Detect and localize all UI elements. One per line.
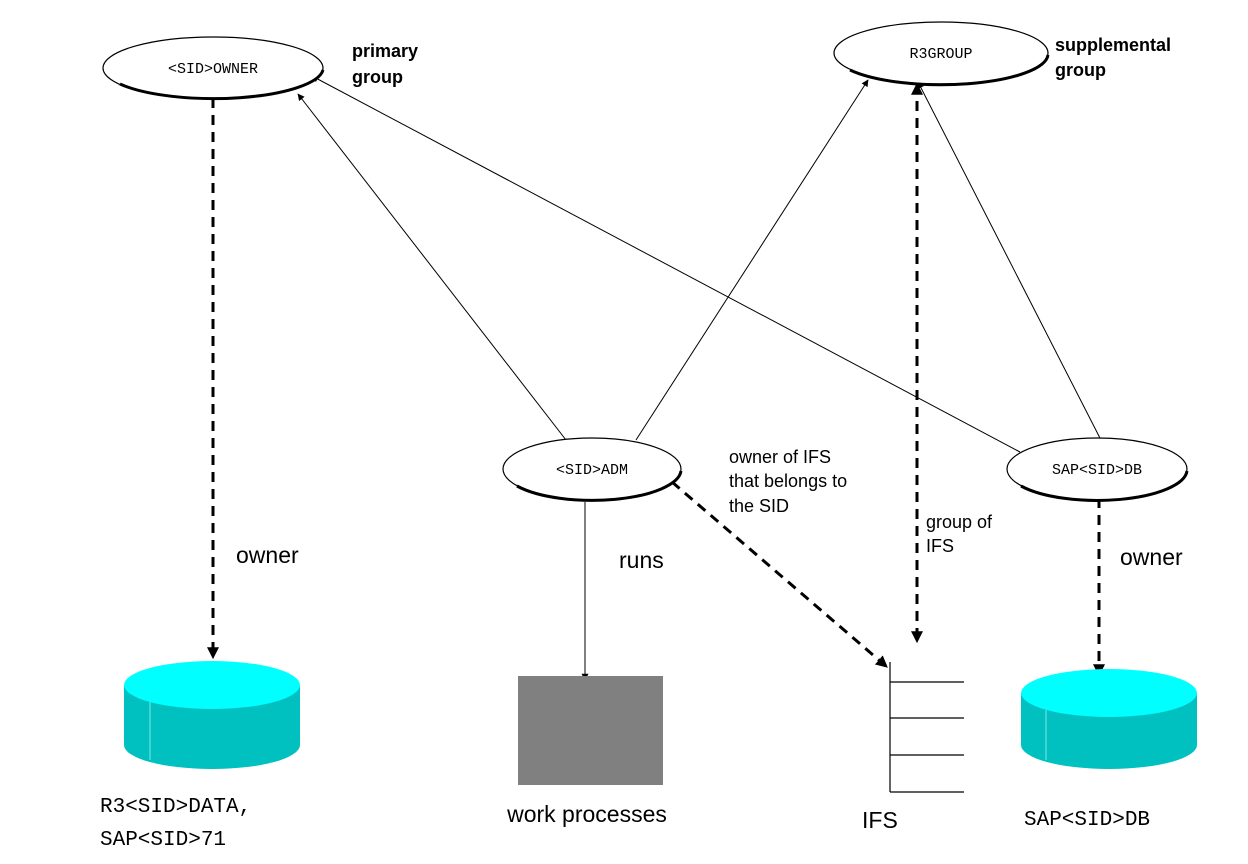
label-runs: runs	[619, 547, 664, 573]
caption-data-line1: R3<SID>DATA,	[100, 796, 251, 819]
process-box-icon	[518, 676, 663, 785]
label-group-ifs-line2: IFS	[926, 536, 954, 556]
label-owner-ifs-line1: owner of IFS	[729, 447, 831, 467]
label-group-ifs-line1: group of	[926, 512, 993, 532]
node-sid-adm-label: <SID>ADM	[556, 462, 628, 479]
label-primary-line2: group	[352, 67, 403, 87]
label-primary-line1: primary	[352, 41, 418, 61]
database-cylinder-icon	[124, 661, 300, 769]
edge-sidadm-to-owner	[297, 93, 567, 441]
node-r3group-label: R3GROUP	[909, 46, 972, 63]
edge-sidadm-to-ifs	[671, 480, 888, 669]
folder-tree-icon	[889, 662, 964, 793]
caption-work-processes: work processes	[506, 801, 667, 827]
label-supplemental-line1: supplemental	[1055, 35, 1171, 55]
label-owner-ifs-line2: that belongs to	[729, 471, 847, 491]
edge-sapdb-to-owner	[311, 75, 1021, 453]
node-sap-sid-db-label: SAP<SID>DB	[1052, 462, 1142, 479]
label-supplemental-line2: group	[1055, 60, 1106, 80]
label-owner-ifs-line3: the SID	[729, 496, 789, 516]
caption-ifs: IFS	[862, 807, 898, 833]
node-sid-adm: <SID>ADM	[502, 437, 683, 502]
node-r3group: R3GROUP	[833, 21, 1050, 87]
node-sid-owner: <SID>OWNER	[102, 36, 325, 101]
edge-sidadm-to-r3group	[635, 79, 869, 441]
node-sid-owner-label: <SID>OWNER	[168, 61, 258, 78]
caption-data-line2: SAP<SID>71	[100, 829, 226, 852]
node-sap-sid-db: SAP<SID>DB	[1006, 437, 1189, 502]
caption-db-lib: SAP<SID>DB	[1024, 809, 1150, 832]
label-owner-left: owner	[236, 542, 299, 568]
label-owner-right: owner	[1120, 544, 1183, 570]
database-cylinder-icon-right	[1021, 669, 1197, 769]
edge-sapdb-to-r3group	[917, 81, 1103, 443]
